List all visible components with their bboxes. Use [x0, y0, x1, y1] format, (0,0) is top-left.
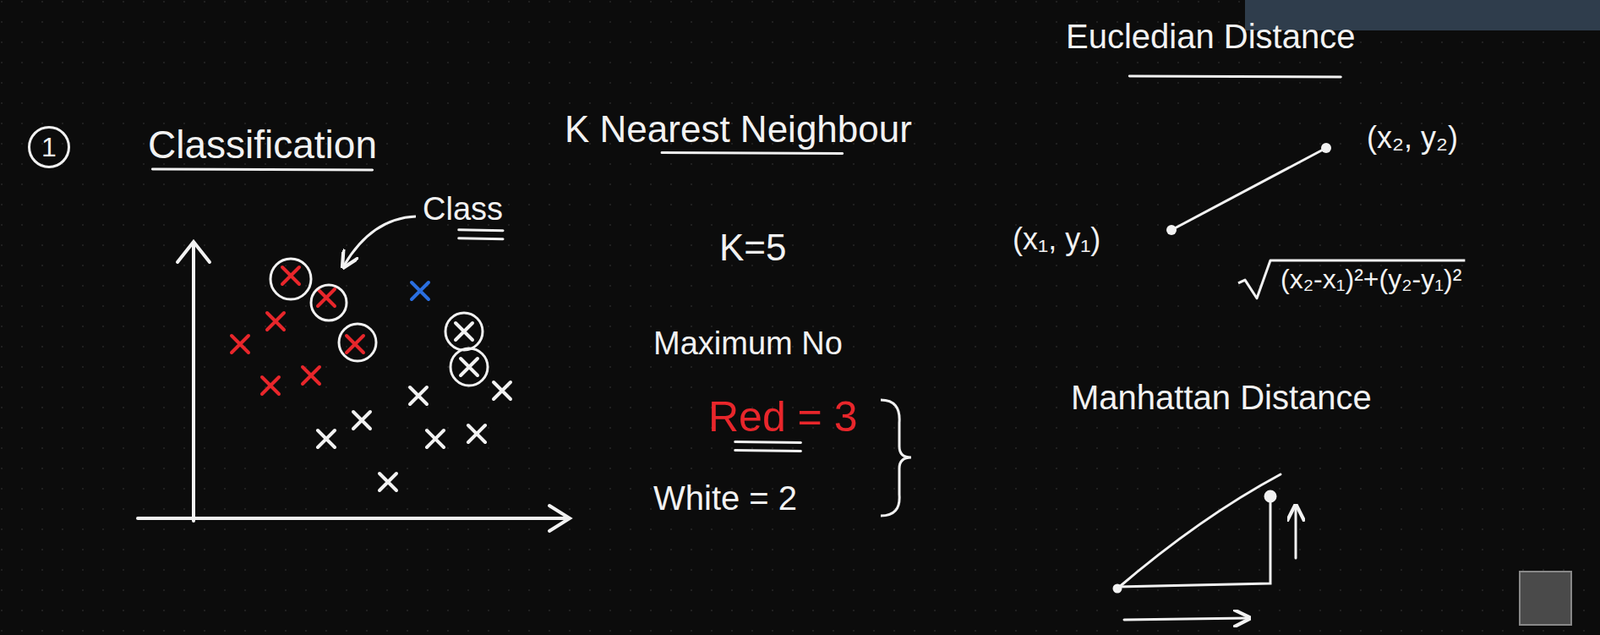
metric-title: Eucledian Distance [1065, 16, 1355, 56]
distance-formula: (x₂-x₁)²+(y₂-y₁)² [1280, 263, 1462, 295]
underline [661, 152, 843, 154]
data-point [493, 382, 511, 399]
data-point [267, 312, 284, 330]
brace [880, 399, 912, 516]
x-axis [137, 516, 568, 520]
underline [735, 442, 802, 443]
underline [152, 169, 372, 170]
red-count: Red = 3 [708, 393, 858, 443]
point [1166, 224, 1177, 235]
data-point [282, 267, 300, 284]
euclid-figure [1166, 142, 1332, 235]
underline [735, 450, 802, 452]
algorithm-title: K Nearest Neighbour [564, 108, 912, 152]
data-point [411, 282, 429, 300]
vote-heading: Maximum No [653, 325, 843, 363]
data-point [460, 358, 478, 376]
bullet-circle: 1 [27, 125, 71, 169]
data-point [346, 335, 364, 353]
data-point [379, 473, 397, 491]
point-label: (x₂, y₂) [1366, 120, 1459, 155]
axes [137, 241, 570, 531]
point [1321, 142, 1332, 153]
right-arrow [1124, 617, 1248, 620]
y-arrow [177, 241, 210, 263]
k-value: K=5 [719, 226, 787, 270]
section-title: Classification [147, 122, 377, 168]
data-point [426, 430, 444, 448]
hypotenuse [1117, 474, 1281, 589]
data-point [317, 430, 335, 448]
point-label: (x₁, y₁) [1012, 221, 1101, 257]
point [1113, 584, 1121, 592]
neighbour-ring [338, 323, 377, 361]
y-axis [191, 243, 196, 521]
data-point [409, 387, 427, 405]
underline [458, 238, 503, 240]
x-arrow [549, 505, 570, 531]
class-note: Class [422, 191, 503, 229]
white-count: White = 2 [653, 478, 798, 518]
data-point [231, 335, 249, 353]
point [1265, 491, 1276, 502]
square-root-sign [1238, 260, 1465, 299]
up-arrow [1294, 507, 1298, 558]
metric-title: Manhattan Distance [1070, 377, 1372, 417]
manhattan-figure [1113, 474, 1296, 620]
neighbour-ring [445, 312, 483, 350]
grid-path [1117, 500, 1271, 587]
data-point [302, 366, 320, 384]
data-point [317, 289, 335, 306]
avatar-thumb [1519, 571, 1572, 625]
distance-line [1171, 147, 1327, 230]
underline [1129, 76, 1341, 77]
neighbour-ring [450, 348, 488, 386]
underline [458, 229, 503, 231]
data-point [262, 376, 279, 394]
callout-number: 1 [41, 133, 57, 161]
data-point [353, 411, 371, 429]
class-pointer [344, 216, 416, 266]
neighbour-ring [311, 284, 347, 321]
data-point [468, 425, 486, 443]
neighbour-ring [270, 258, 312, 300]
data-point [455, 322, 473, 340]
